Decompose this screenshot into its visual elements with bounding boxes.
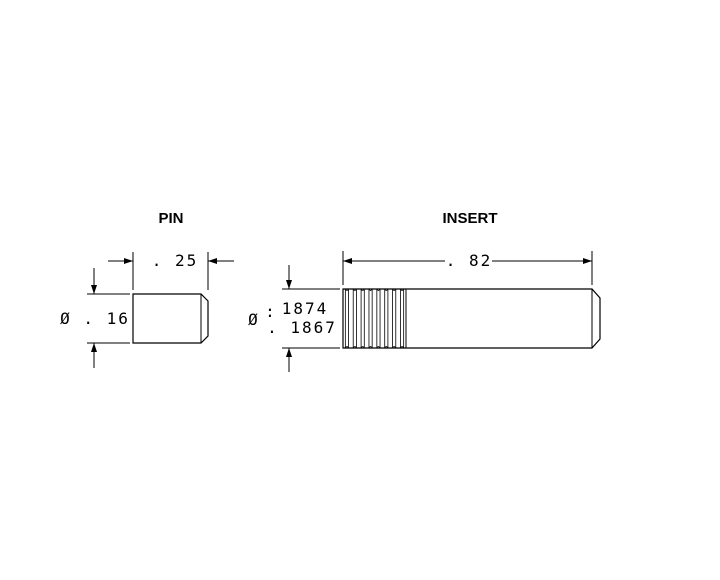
knurl-groove-notch	[392, 346, 397, 349]
knurl-groove-notch	[400, 288, 405, 291]
insert-knurl	[344, 288, 405, 349]
knurl-groove-notch	[344, 346, 349, 349]
knurl-groove-notch	[392, 288, 397, 291]
insert-length-arrow-left	[343, 258, 352, 264]
insert-diameter-arrow-bottom	[286, 348, 292, 357]
knurl-groove-notch	[344, 288, 349, 291]
pin-diameter-label: Ø . 16	[60, 309, 130, 328]
knurl-groove-notch	[384, 346, 389, 349]
insert-length-label: . 82	[446, 251, 493, 270]
knurl-groove-notch	[352, 346, 357, 349]
pin-length-label: . 25	[152, 251, 199, 270]
knurl-groove-notch	[376, 288, 381, 291]
insert-view: INSERT . 82 Ø : 1874 . 1867	[248, 210, 601, 372]
insert-length-arrow-right	[583, 258, 592, 264]
pin-body	[132, 293, 209, 344]
insert-diameter-symbol: Ø	[248, 310, 260, 329]
pin-view: PIN . 25 Ø . 16	[60, 210, 234, 368]
knurl-groove-notch	[376, 346, 381, 349]
knurl-groove-notch	[368, 288, 373, 291]
knurl-groove-notch	[360, 288, 365, 291]
pin-diameter-arrow-top	[91, 285, 97, 294]
insert-diameter-colon: :	[265, 302, 275, 321]
pin-diameter-arrow-bottom	[91, 343, 97, 352]
insert-title: INSERT	[442, 210, 497, 227]
knurl-groove-notch	[360, 346, 365, 349]
insert-diameter-arrow-top	[286, 280, 292, 289]
insert-body	[342, 288, 601, 349]
insert-diameter-min: . 1867	[267, 318, 337, 337]
pin-length-arrow-right	[208, 258, 217, 264]
knurl-groove-notch	[400, 346, 405, 349]
pin-title: PIN	[158, 210, 183, 227]
pin-length-arrow-left	[124, 258, 133, 264]
knurl-groove-notch	[368, 346, 373, 349]
insert-diameter-max: 1874	[282, 299, 329, 318]
knurl-groove-notch	[352, 288, 357, 291]
knurl-groove-notch	[384, 288, 389, 291]
